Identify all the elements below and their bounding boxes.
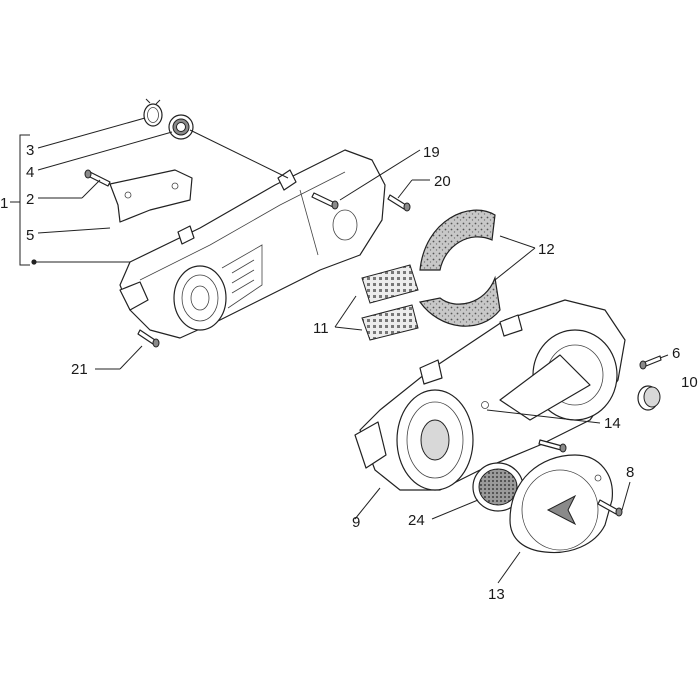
callout-1: 1 bbox=[0, 195, 8, 212]
bearing-part bbox=[168, 114, 194, 140]
callout-10: 10 bbox=[681, 374, 698, 391]
rubber-blocks-part bbox=[361, 264, 419, 341]
callout-12: 12 bbox=[538, 241, 555, 258]
screw-8-part bbox=[597, 499, 623, 517]
callout-6: 6 bbox=[672, 345, 680, 362]
callout-8: 8 bbox=[626, 464, 634, 481]
callout-2: 2 bbox=[26, 191, 34, 208]
screw-14-part bbox=[538, 439, 567, 453]
screw-2-part bbox=[84, 169, 111, 187]
callout-13: 13 bbox=[488, 586, 505, 603]
callout-21: 21 bbox=[71, 361, 88, 378]
callout-labels: 1 3 4 2 5 19 20 12 11 21 6 10 14 8 9 24 … bbox=[0, 142, 698, 603]
front-transmission-cover bbox=[354, 299, 626, 491]
brake-shoes-part bbox=[418, 209, 501, 327]
screw-6-part bbox=[639, 355, 662, 370]
circlip-part bbox=[143, 98, 163, 127]
screw-19-part bbox=[311, 192, 339, 210]
callout-3: 3 bbox=[26, 142, 34, 159]
callout-14: 14 bbox=[604, 415, 621, 432]
callout-20: 20 bbox=[434, 173, 451, 190]
leader-lines bbox=[37, 117, 669, 584]
screw-20-part bbox=[387, 194, 411, 212]
group-bracket bbox=[10, 134, 140, 266]
screw-21-part bbox=[137, 329, 160, 348]
callout-9: 9 bbox=[352, 514, 360, 531]
callout-4: 4 bbox=[26, 164, 34, 181]
callout-19: 19 bbox=[423, 144, 440, 161]
grille-24-part bbox=[472, 462, 524, 512]
callout-24: 24 bbox=[408, 512, 425, 529]
callout-11: 11 bbox=[313, 320, 329, 337]
cap-10-part bbox=[637, 385, 661, 411]
bracket-5-part bbox=[109, 169, 193, 223]
outer-cover-13-part bbox=[509, 454, 613, 554]
callout-5: 5 bbox=[26, 227, 34, 244]
